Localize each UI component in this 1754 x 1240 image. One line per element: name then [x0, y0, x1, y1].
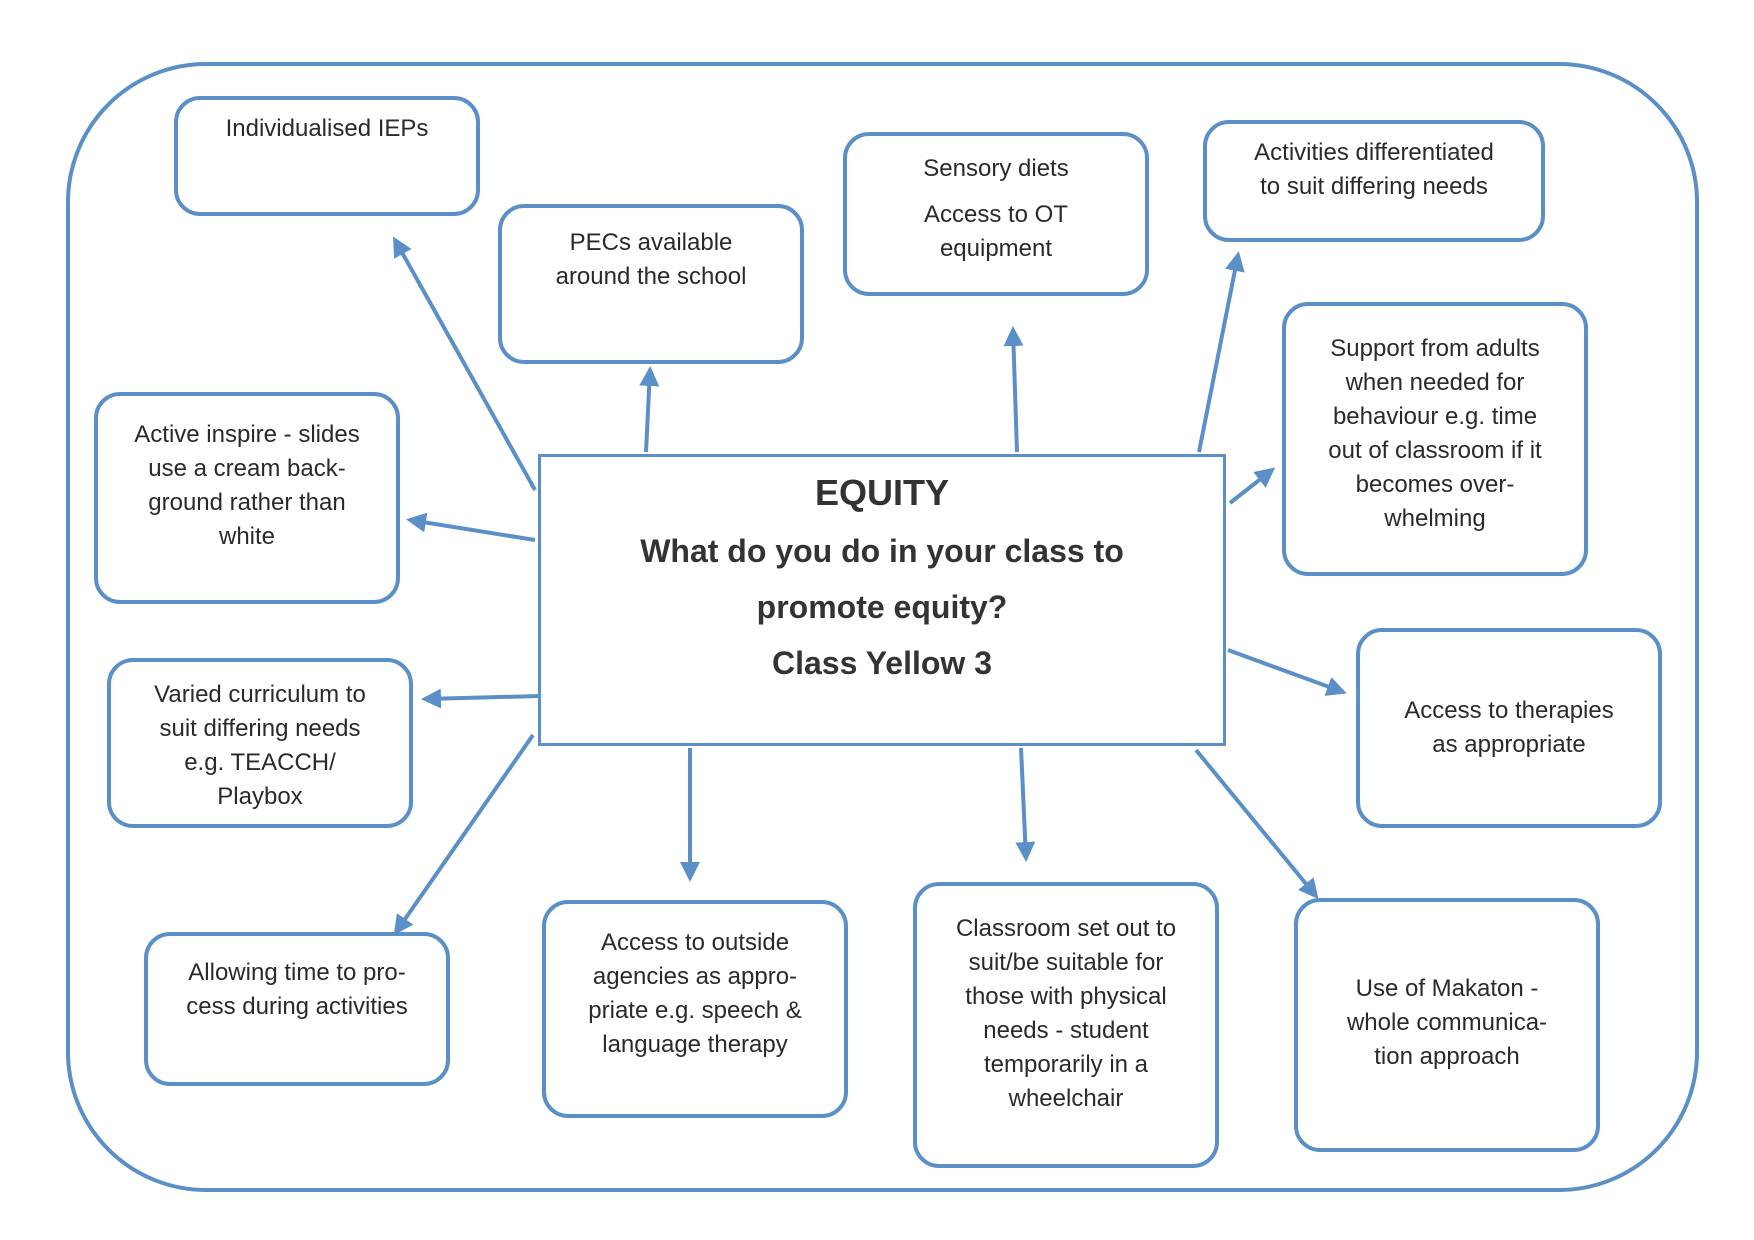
box-text: Activities differentiated	[1254, 139, 1494, 166]
box-text: Access to outside	[600, 929, 790, 956]
arrow-to-makaton	[1194, 748, 1319, 900]
box-text: priate e.g. speech &	[588, 997, 802, 1024]
center-question-line-1: What do you do in your class to	[640, 533, 1124, 569]
box-text: wheelchair	[1008, 1085, 1124, 1112]
box-classroom-set-out: Classroom set out to suit/be suitable fo…	[913, 882, 1219, 1168]
box-text: temporarily in a	[983, 1051, 1149, 1078]
box-text: suit/be suitable for	[968, 949, 1164, 976]
arrow-to-process-time	[393, 733, 535, 936]
box-text: tion approach	[1374, 1043, 1520, 1070]
arrow-to-differentiated	[1197, 251, 1245, 453]
box-text: Sensory diets	[923, 155, 1069, 182]
center-question-line-2: promote equity?	[756, 589, 1008, 625]
box-active-inspire: Active inspire - slides use a cream back…	[94, 392, 400, 604]
box-text: whelming	[1384, 505, 1486, 532]
box-text: Playbox	[217, 783, 303, 810]
box-varied-curriculum: Varied curriculum to suit differing need…	[107, 658, 413, 828]
box-text: Individualised IEPs	[225, 115, 429, 142]
box-text: cess during activities	[186, 993, 408, 1020]
box-text: Active inspire - slides	[134, 421, 360, 448]
arrow-to-active-inspire	[406, 512, 536, 542]
box-text: suit differing needs	[159, 715, 361, 742]
arrow-to-therapies	[1227, 648, 1347, 696]
box-text: ground rather than	[148, 489, 346, 516]
box-outside-agencies: Access to outside agencies as appro- pri…	[542, 900, 848, 1118]
box-text: Access to OT	[923, 201, 1069, 228]
central-topic-box: EQUITY What do you do in your class to p…	[538, 454, 1226, 746]
box-text: PECs available	[569, 229, 733, 256]
box-makaton: Use of Makaton - whole communica- tion a…	[1294, 898, 1600, 1152]
box-text: when needed for	[1345, 369, 1525, 396]
box-text: becomes over-	[1355, 471, 1515, 498]
box-text: needs - student	[983, 1017, 1149, 1044]
arrow-to-sensory	[1003, 326, 1024, 453]
box-access-to-therapies: Access to therapies as appropriate	[1356, 628, 1662, 828]
box-text: e.g. TEACCH/	[184, 749, 336, 776]
box-text: Classroom set out to	[955, 915, 1177, 942]
box-text: those with physical	[965, 983, 1167, 1010]
box-support-from-adults: Support from adults when needed for beha…	[1282, 302, 1588, 576]
box-text: whole communica-	[1346, 1009, 1548, 1036]
box-text: agencies as appro-	[592, 963, 798, 990]
box-text: out of classroom if it	[1328, 437, 1542, 464]
box-text: white	[218, 523, 276, 550]
box-text: as appropriate	[1432, 731, 1586, 758]
box-text: Allowing time to pro-	[188, 959, 406, 986]
box-text: language therapy	[602, 1031, 788, 1058]
box-sensory-diets: Sensory diets Access to OT equipment	[843, 132, 1149, 296]
outer-frame	[66, 62, 1699, 1192]
arrow-to-classroom	[1015, 747, 1036, 862]
box-pecs: PECs available around the school	[498, 204, 804, 364]
box-text: use a cream back-	[148, 455, 346, 482]
box-text: Support from adults	[1330, 335, 1540, 362]
box-individualised-ieps: Individualised IEPs	[174, 96, 480, 216]
center-title: EQUITY	[814, 472, 949, 513]
box-text: Access to therapies	[1404, 697, 1614, 724]
arrow-to-support	[1228, 467, 1276, 505]
box-text: behaviour e.g. time	[1332, 403, 1538, 430]
box-text: around the school	[555, 263, 747, 290]
box-activities-differentiated: Activities differentiated to suit differ…	[1203, 120, 1545, 242]
center-class-name: Class Yellow 3	[772, 645, 992, 681]
arrow-to-curriculum	[421, 688, 541, 709]
box-text: Varied curriculum to	[154, 681, 366, 708]
arrow-to-pecs	[639, 366, 660, 453]
box-text: Use of Makaton -	[1355, 975, 1539, 1002]
arrow-to-ieps	[393, 236, 537, 491]
box-text: equipment	[939, 235, 1053, 262]
box-allowing-time: Allowing time to pro- cess during activi…	[144, 932, 450, 1086]
box-text: to suit differing needs	[1260, 173, 1488, 200]
